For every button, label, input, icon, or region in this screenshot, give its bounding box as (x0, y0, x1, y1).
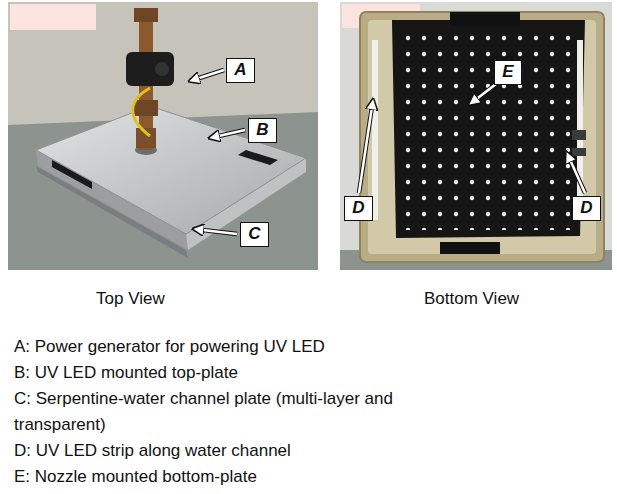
legend-line: B: UV LED mounted top-plate (14, 360, 484, 386)
callout-letter: D (352, 198, 365, 218)
legend-line: C: Serpentine-water channel plate (multi… (14, 386, 484, 438)
legend-line: E: Nozzle mounted bottom-plate (14, 464, 484, 490)
callout-box: C (240, 222, 269, 247)
callout-box: D (572, 196, 601, 221)
callout-letter: B (256, 120, 269, 140)
view-caption: Top View (96, 286, 165, 312)
top-view-photo (8, 2, 318, 270)
callout-box: D (344, 196, 373, 221)
view-caption: Bottom View (424, 286, 519, 312)
callout-letter: D (580, 198, 593, 218)
callout-letter: C (248, 224, 261, 244)
legend-line: A: Power generator for powering UV LED (14, 334, 484, 360)
callout-box: B (248, 118, 277, 143)
bottom-view-photo (340, 2, 612, 270)
callout-box: E (494, 60, 522, 85)
legend-line: D: UV LED strip along water channel (14, 438, 484, 464)
callout-letter: E (502, 62, 514, 82)
leader-arrows (190, 70, 585, 234)
callout-box: A (226, 58, 255, 83)
callout-letter: A (234, 60, 247, 80)
